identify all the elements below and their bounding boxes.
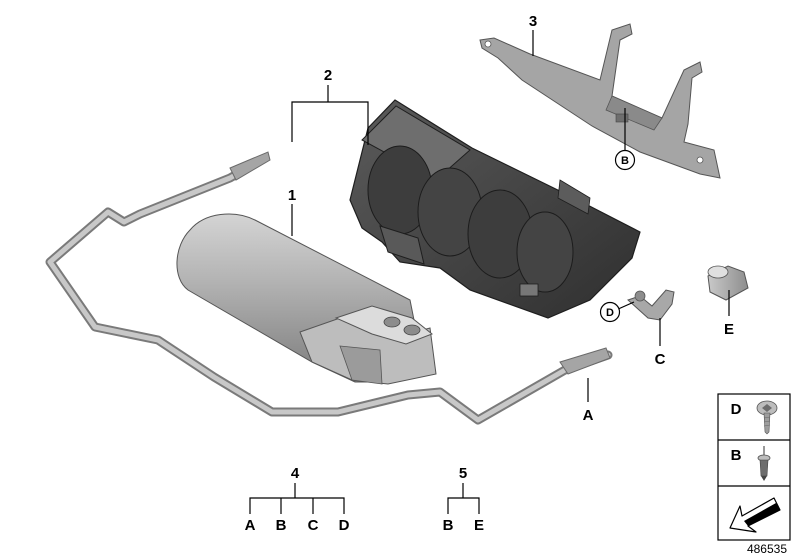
sleeve-part-e <box>707 265 749 301</box>
callout-circle-b <box>614 149 636 171</box>
canister-part <box>176 213 437 385</box>
callout-1: 1 <box>288 187 296 204</box>
callout-circle-b-label: B <box>621 155 629 167</box>
callout-circle-d-label: D <box>606 307 614 319</box>
wire-strap-part <box>45 151 613 425</box>
leader-lines <box>249 30 730 514</box>
group4-item-b: B <box>276 517 287 534</box>
fastener-legend: D B <box>717 393 791 541</box>
callout-5: 5 <box>459 465 467 482</box>
legend-label-d: D <box>731 401 742 418</box>
filter-housing-part <box>349 99 641 319</box>
callout-c: C <box>655 351 666 368</box>
callout-circle-d <box>599 301 621 323</box>
group4-item-a: A <box>245 517 256 534</box>
arrow-symbol-icon <box>729 497 781 533</box>
callout-2: 2 <box>324 67 332 84</box>
group4-item-d: D <box>339 517 350 534</box>
bracket-part <box>479 23 721 179</box>
legend-label-b: B <box>731 447 742 464</box>
callout-a: A <box>583 407 594 424</box>
callout-e: E <box>724 321 734 338</box>
blind-rivet-icon <box>757 446 771 481</box>
group4-item-c: C <box>308 517 319 534</box>
callout-4: 4 <box>291 465 300 482</box>
group5-item-b: B <box>443 517 454 534</box>
torx-screw-icon <box>756 400 778 435</box>
callout-3: 3 <box>529 13 537 30</box>
clip-part-c <box>627 289 675 321</box>
group5-item-e: E <box>474 517 484 534</box>
diagram-number: 486535 <box>747 542 787 556</box>
